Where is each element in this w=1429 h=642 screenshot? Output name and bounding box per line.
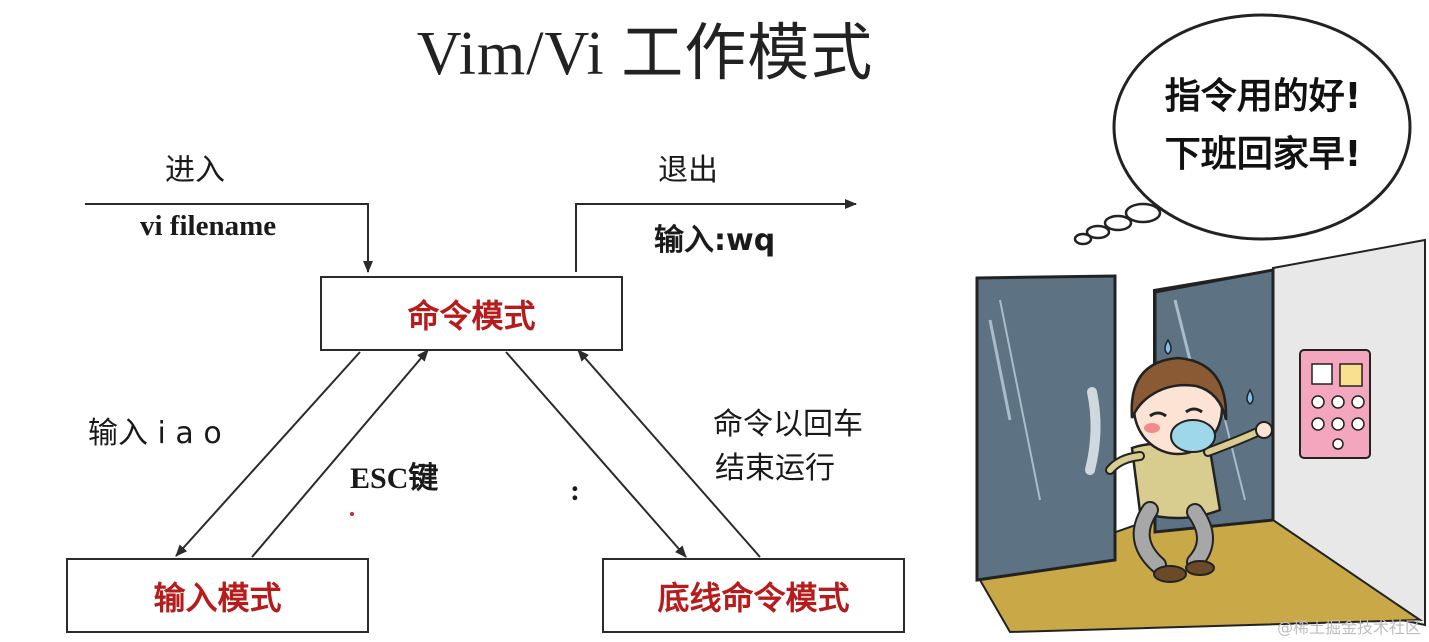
- command-mode-label: 命令模式: [407, 296, 536, 335]
- enter-arrow: [85, 203, 373, 273]
- esc-label: ESC键: [350, 462, 439, 495]
- last-line-mode-box: 底线命令模式: [602, 558, 905, 633]
- exit-arrow: [575, 199, 857, 272]
- insert-to-command-arrow: [251, 349, 429, 558]
- insert-mode-box: 输入模式: [66, 558, 369, 633]
- exit-label: 退出: [658, 153, 718, 188]
- bubble-line-2: 下班回家早!: [1164, 134, 1362, 175]
- cartoon-illustration: [975, 13, 1426, 634]
- bubble-text: 指令用的好! 下班回家早!: [1138, 68, 1388, 184]
- lastline-to-command-arrow: [577, 349, 761, 558]
- command-to-insert-arrow: [175, 351, 361, 557]
- command-to-lastline-arrow: [505, 351, 687, 558]
- colon-label: :: [570, 474, 580, 507]
- to-insert-label: 输入 i a o: [88, 416, 222, 451]
- exit-command-label: 输入:wq: [654, 223, 776, 258]
- command-mode-box: 命令模式: [320, 276, 623, 351]
- last-line-mode-label: 底线命令模式: [657, 578, 850, 617]
- thought-bubble: [1112, 13, 1412, 241]
- watermark: @稀土掘金技术社区: [1276, 618, 1421, 637]
- bubble-line-1: 指令用的好!: [1164, 76, 1362, 117]
- diagram-title: Vim/Vi 工作模式: [416, 20, 874, 88]
- enter-command-label: vi filename: [140, 210, 277, 242]
- insert-mode-label: 输入模式: [153, 578, 282, 617]
- back-to-command-label-line2: 结束运行: [715, 451, 835, 486]
- enter-label: 进入: [165, 153, 225, 188]
- back-to-command-label-line1: 命令以回车: [713, 407, 863, 442]
